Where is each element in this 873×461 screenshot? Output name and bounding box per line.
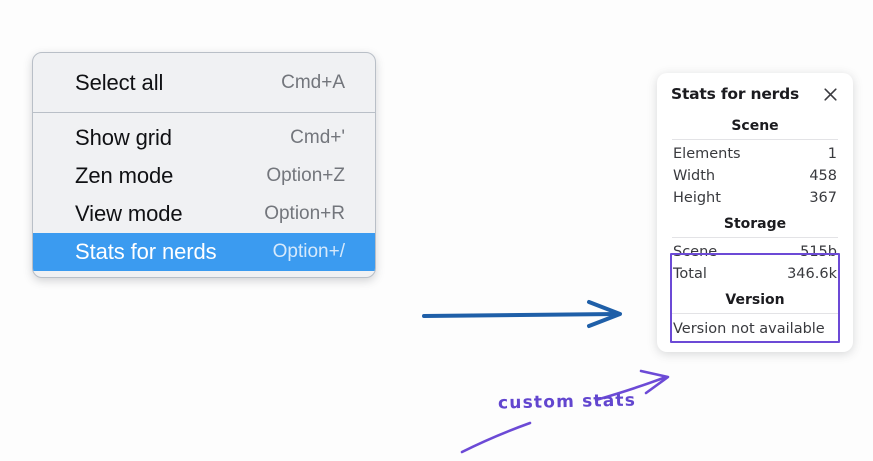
stats-for-nerds-panel[interactable]: Stats for nerds Scene Elements 1 Width 4… <box>657 73 853 352</box>
section-divider <box>672 139 838 140</box>
menu-item-shortcut: Option+R <box>264 203 345 224</box>
canvas-context-menu[interactable]: Select all Cmd+A Show grid Cmd+' Zen mod… <box>32 52 376 278</box>
stat-key: Scene <box>673 244 718 260</box>
blue-arrow-annotation <box>422 300 622 328</box>
stat-row: Total 346.6k <box>670 263 840 285</box>
section-divider <box>672 313 838 314</box>
menu-item-view-mode[interactable]: View mode Option+R <box>33 195 375 233</box>
menu-item-label: View mode <box>75 201 183 226</box>
stat-key: Total <box>673 266 707 282</box>
menu-item-label: Stats for nerds <box>75 239 217 264</box>
menu-item-select-all[interactable]: Select all Cmd+A <box>33 64 375 102</box>
menu-item-label: Select all <box>75 70 164 95</box>
stat-key: Width <box>673 168 716 184</box>
stat-key: Elements <box>673 146 741 162</box>
stats-section-scene: Scene Elements 1 Width 458 Height 367 <box>670 111 840 209</box>
stats-panel-title: Stats for nerds <box>671 85 800 103</box>
menu-separator <box>33 112 375 113</box>
menu-item-shortcut: Cmd+' <box>290 127 345 148</box>
menu-item-zen-mode[interactable]: Zen mode Option+Z <box>33 157 375 195</box>
purple-arrow-annotation-tail <box>460 421 532 454</box>
stat-value: 458 <box>809 168 837 184</box>
stat-value: 1 <box>827 146 837 162</box>
section-title: Version <box>725 292 785 308</box>
menu-item-shortcut: Option+Z <box>266 165 345 186</box>
stats-section-version: Version Version not available <box>670 285 840 339</box>
stat-row: Elements 1 <box>670 143 840 165</box>
close-icon[interactable] <box>822 86 839 103</box>
custom-stats-annotation-label: custom stats <box>497 390 637 414</box>
section-divider <box>672 237 838 238</box>
menu-item-label: Show grid <box>75 125 172 150</box>
stats-panel-header: Stats for nerds <box>670 83 840 111</box>
stat-row: Height 367 <box>670 187 840 209</box>
menu-item-stats-for-nerds[interactable]: Stats for nerds Option+/ <box>33 233 375 271</box>
menu-item-shortcut: Cmd+A <box>281 72 345 93</box>
section-title: Scene <box>731 118 779 134</box>
menu-group-1: Select all Cmd+A <box>33 53 375 112</box>
menu-group-2: Show grid Cmd+' Zen mode Option+Z View m… <box>33 113 375 277</box>
stat-key: Height <box>673 190 721 206</box>
stat-value: 515b <box>800 244 837 260</box>
stat-value: 367 <box>809 190 837 206</box>
stat-value: 346.6k <box>787 266 837 282</box>
section-title: Storage <box>723 216 787 232</box>
stat-row: Width 458 <box>670 165 840 187</box>
menu-item-show-grid[interactable]: Show grid Cmd+' <box>33 119 375 157</box>
stat-row: Scene 515b <box>670 241 840 263</box>
menu-item-shortcut: Option+/ <box>272 241 345 262</box>
version-note: Version not available <box>673 321 825 337</box>
stats-section-storage: Storage Scene 515b Total 346.6k <box>670 209 840 285</box>
menu-item-label: Zen mode <box>75 163 174 188</box>
